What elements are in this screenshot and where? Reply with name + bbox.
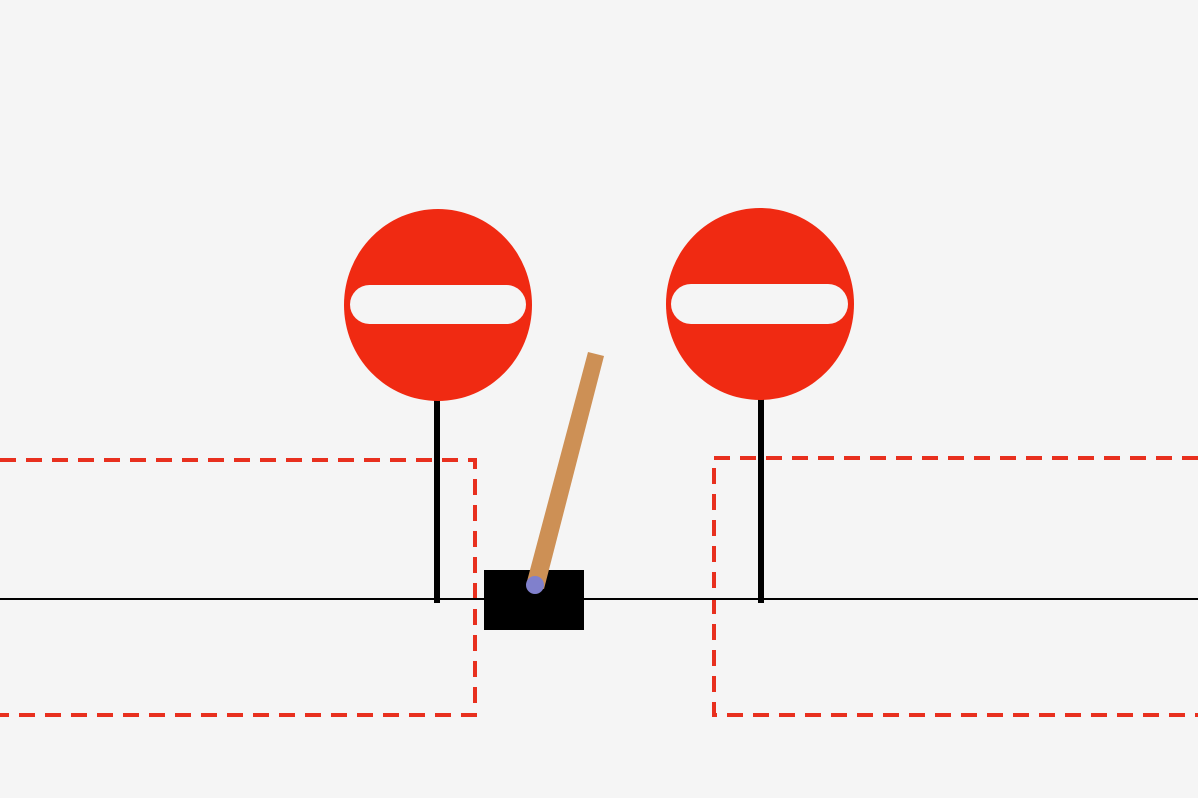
hazard-zone-left: [0, 458, 477, 717]
no-entry-sign-left: [344, 209, 532, 603]
sign-bar-right: [671, 284, 848, 324]
no-entry-sign-right: [666, 208, 854, 603]
axle: [526, 576, 544, 594]
pole: [526, 352, 604, 589]
hazard-zone-right: [712, 456, 1198, 717]
sign-bar-left: [350, 285, 526, 324]
